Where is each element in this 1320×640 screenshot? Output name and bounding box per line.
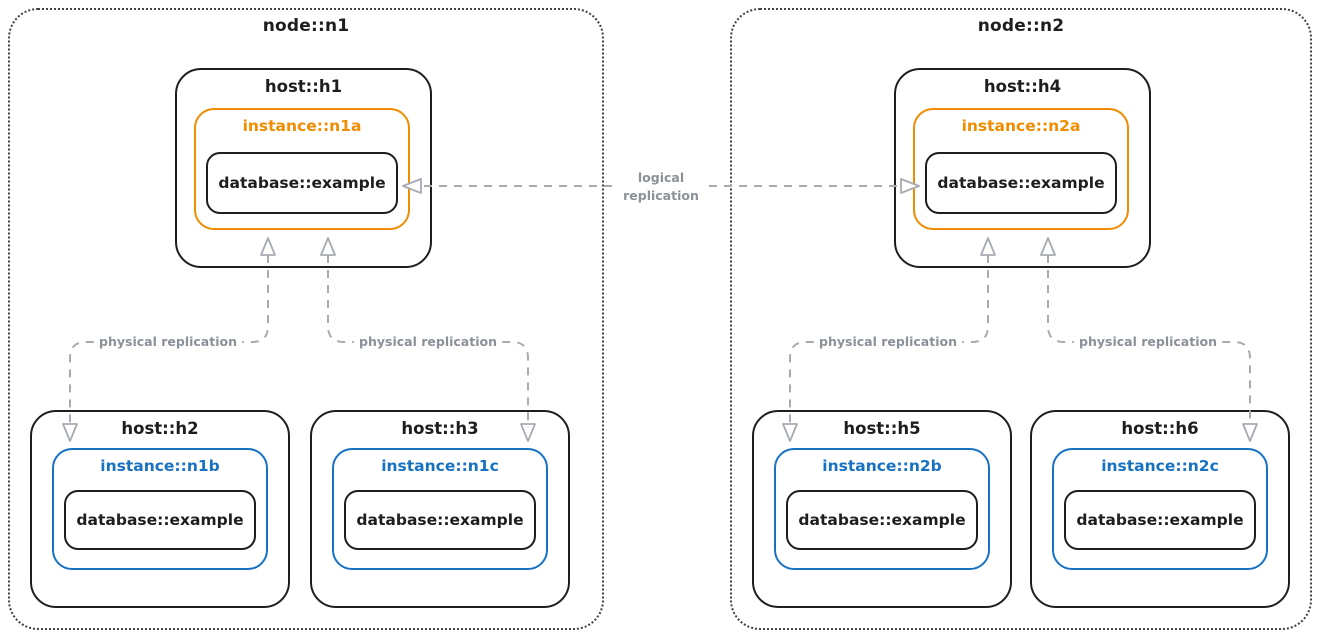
physical-replication-label-1: physical replication [94,332,242,352]
host-h2-title: host::h2 [121,419,199,438]
node-n2-box [730,8,1312,630]
database-n2a-label: database::example [937,174,1105,192]
host-h5-title: host::h5 [843,419,921,438]
instance-n2a-title: instance::n2a [961,117,1081,135]
host-h4-title: host::h4 [983,77,1062,96]
instance-n1c-title: instance::n1c [381,457,499,475]
logical-replication-label-line2: replication [623,188,699,203]
database-n1b-box: database::example [64,490,256,550]
instance-n2c-title: instance::n2c [1101,457,1219,475]
host-h1-title: host::h1 [264,77,343,96]
physical-replication-label-4: physical replication [1074,332,1222,352]
host-h6-title: host::h6 [1121,419,1199,438]
database-n1c-label: database::example [356,511,524,529]
database-n2b-label: database::example [798,511,966,529]
database-n2a-box: database::example [925,152,1117,214]
physical-replication-label-2: physical replication [354,332,502,352]
node-n2-title: node::n2 [977,16,1065,36]
instance-n1a-title: instance::n1a [242,117,362,135]
node-n1-box [8,8,604,630]
logical-replication-label: logical replication [618,168,704,206]
database-n2c-label: database::example [1076,511,1244,529]
host-h3-title: host::h3 [401,419,479,438]
instance-n2b-title: instance::n2b [822,457,942,475]
physical-replication-label-3: physical replication [814,332,962,352]
database-n1c-box: database::example [344,490,536,550]
database-n2c-box: database::example [1064,490,1256,550]
database-n1a-box: database::example [206,152,398,214]
logical-replication-label-line1: logical [637,170,685,185]
database-n2b-box: database::example [786,490,978,550]
node-n1-title: node::n1 [262,16,350,36]
database-n1a-label: database::example [218,174,386,192]
instance-n1b-title: instance::n1b [100,457,220,475]
database-n1b-label: database::example [76,511,244,529]
